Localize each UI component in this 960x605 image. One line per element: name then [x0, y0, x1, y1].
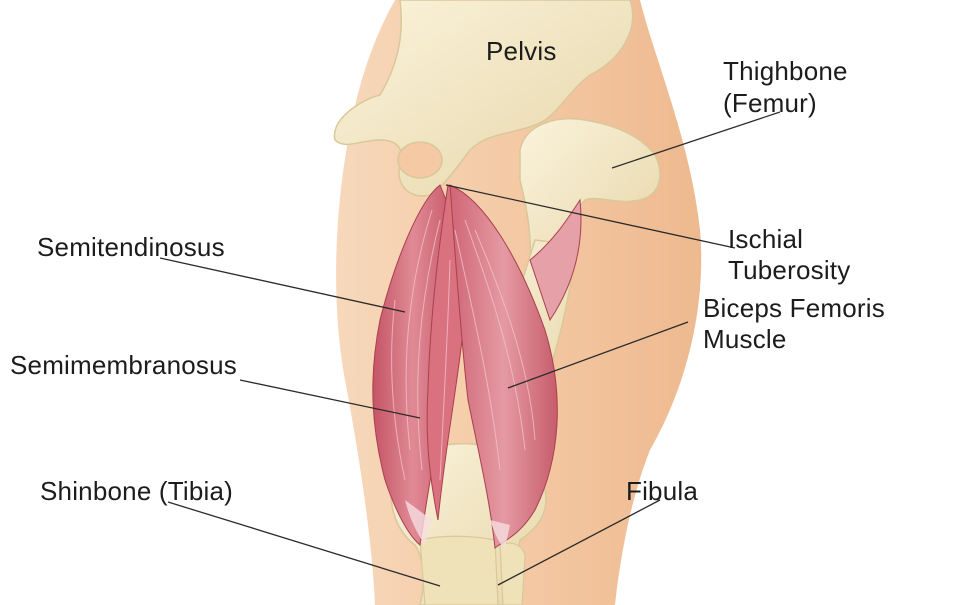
label-fibula: Fibula [626, 476, 698, 506]
fibula-bone [500, 543, 525, 605]
label-tuberosity: Tuberosity [728, 255, 850, 285]
label-ischial: Ischial [728, 224, 803, 254]
label-semimembranosus: Semimembranosus [10, 350, 237, 380]
label-biceps-femoris: Biceps Femoris [703, 293, 885, 323]
label-muscle: Muscle [703, 324, 787, 354]
label-pelvis: Pelvis [486, 36, 557, 66]
label-femur: (Femur) [723, 88, 817, 118]
label-shinbone: Shinbone (Tibia) [40, 476, 233, 506]
tibia-bone [420, 536, 498, 605]
label-semitendinosus: Semitendinosus [37, 232, 225, 262]
label-thighbone: Thighbone [723, 56, 848, 86]
